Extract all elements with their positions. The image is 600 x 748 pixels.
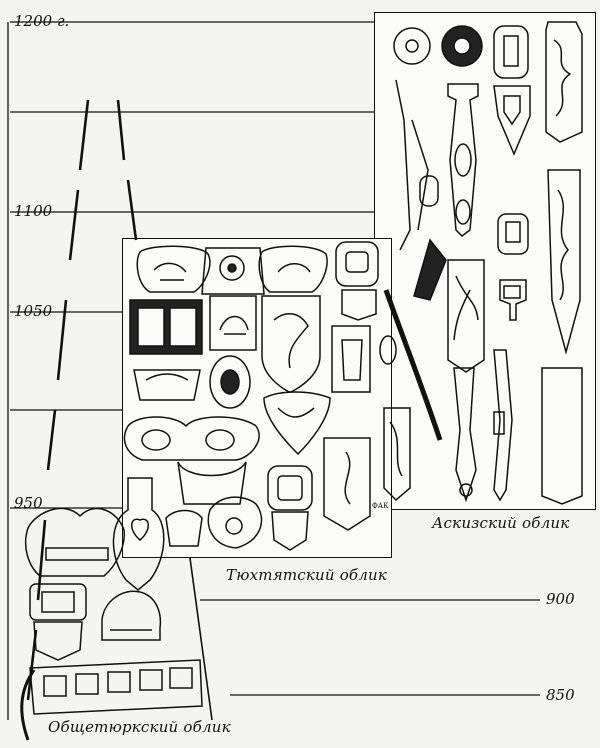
caption-tyukhtyat: Тюхтятский облик <box>226 566 388 584</box>
tyukhtyat-artifacts <box>123 241 379 551</box>
cone-left-dashed <box>26 99 90 701</box>
cone-right-dashed <box>116 99 138 241</box>
tick-label-850: 850 <box>546 686 575 704</box>
common-turkic-artifacts <box>20 477 203 741</box>
tick-label-900: 900 <box>546 590 575 608</box>
askiz-artifacts <box>379 21 583 505</box>
tick-label-1100: 1100 <box>14 202 53 220</box>
tick-label-1200: 1200 г. <box>14 12 70 30</box>
artist-signature: ФАК <box>372 502 389 510</box>
caption-askiz: Аскизский облик <box>432 514 570 532</box>
tick-label-1050: 1050 <box>14 302 53 320</box>
tick-label-950: 950 <box>14 494 43 512</box>
cone-right-solid <box>189 557 213 721</box>
askiz-panel <box>374 12 596 510</box>
caption-common-turkic: Общетюркский облик <box>48 718 231 736</box>
